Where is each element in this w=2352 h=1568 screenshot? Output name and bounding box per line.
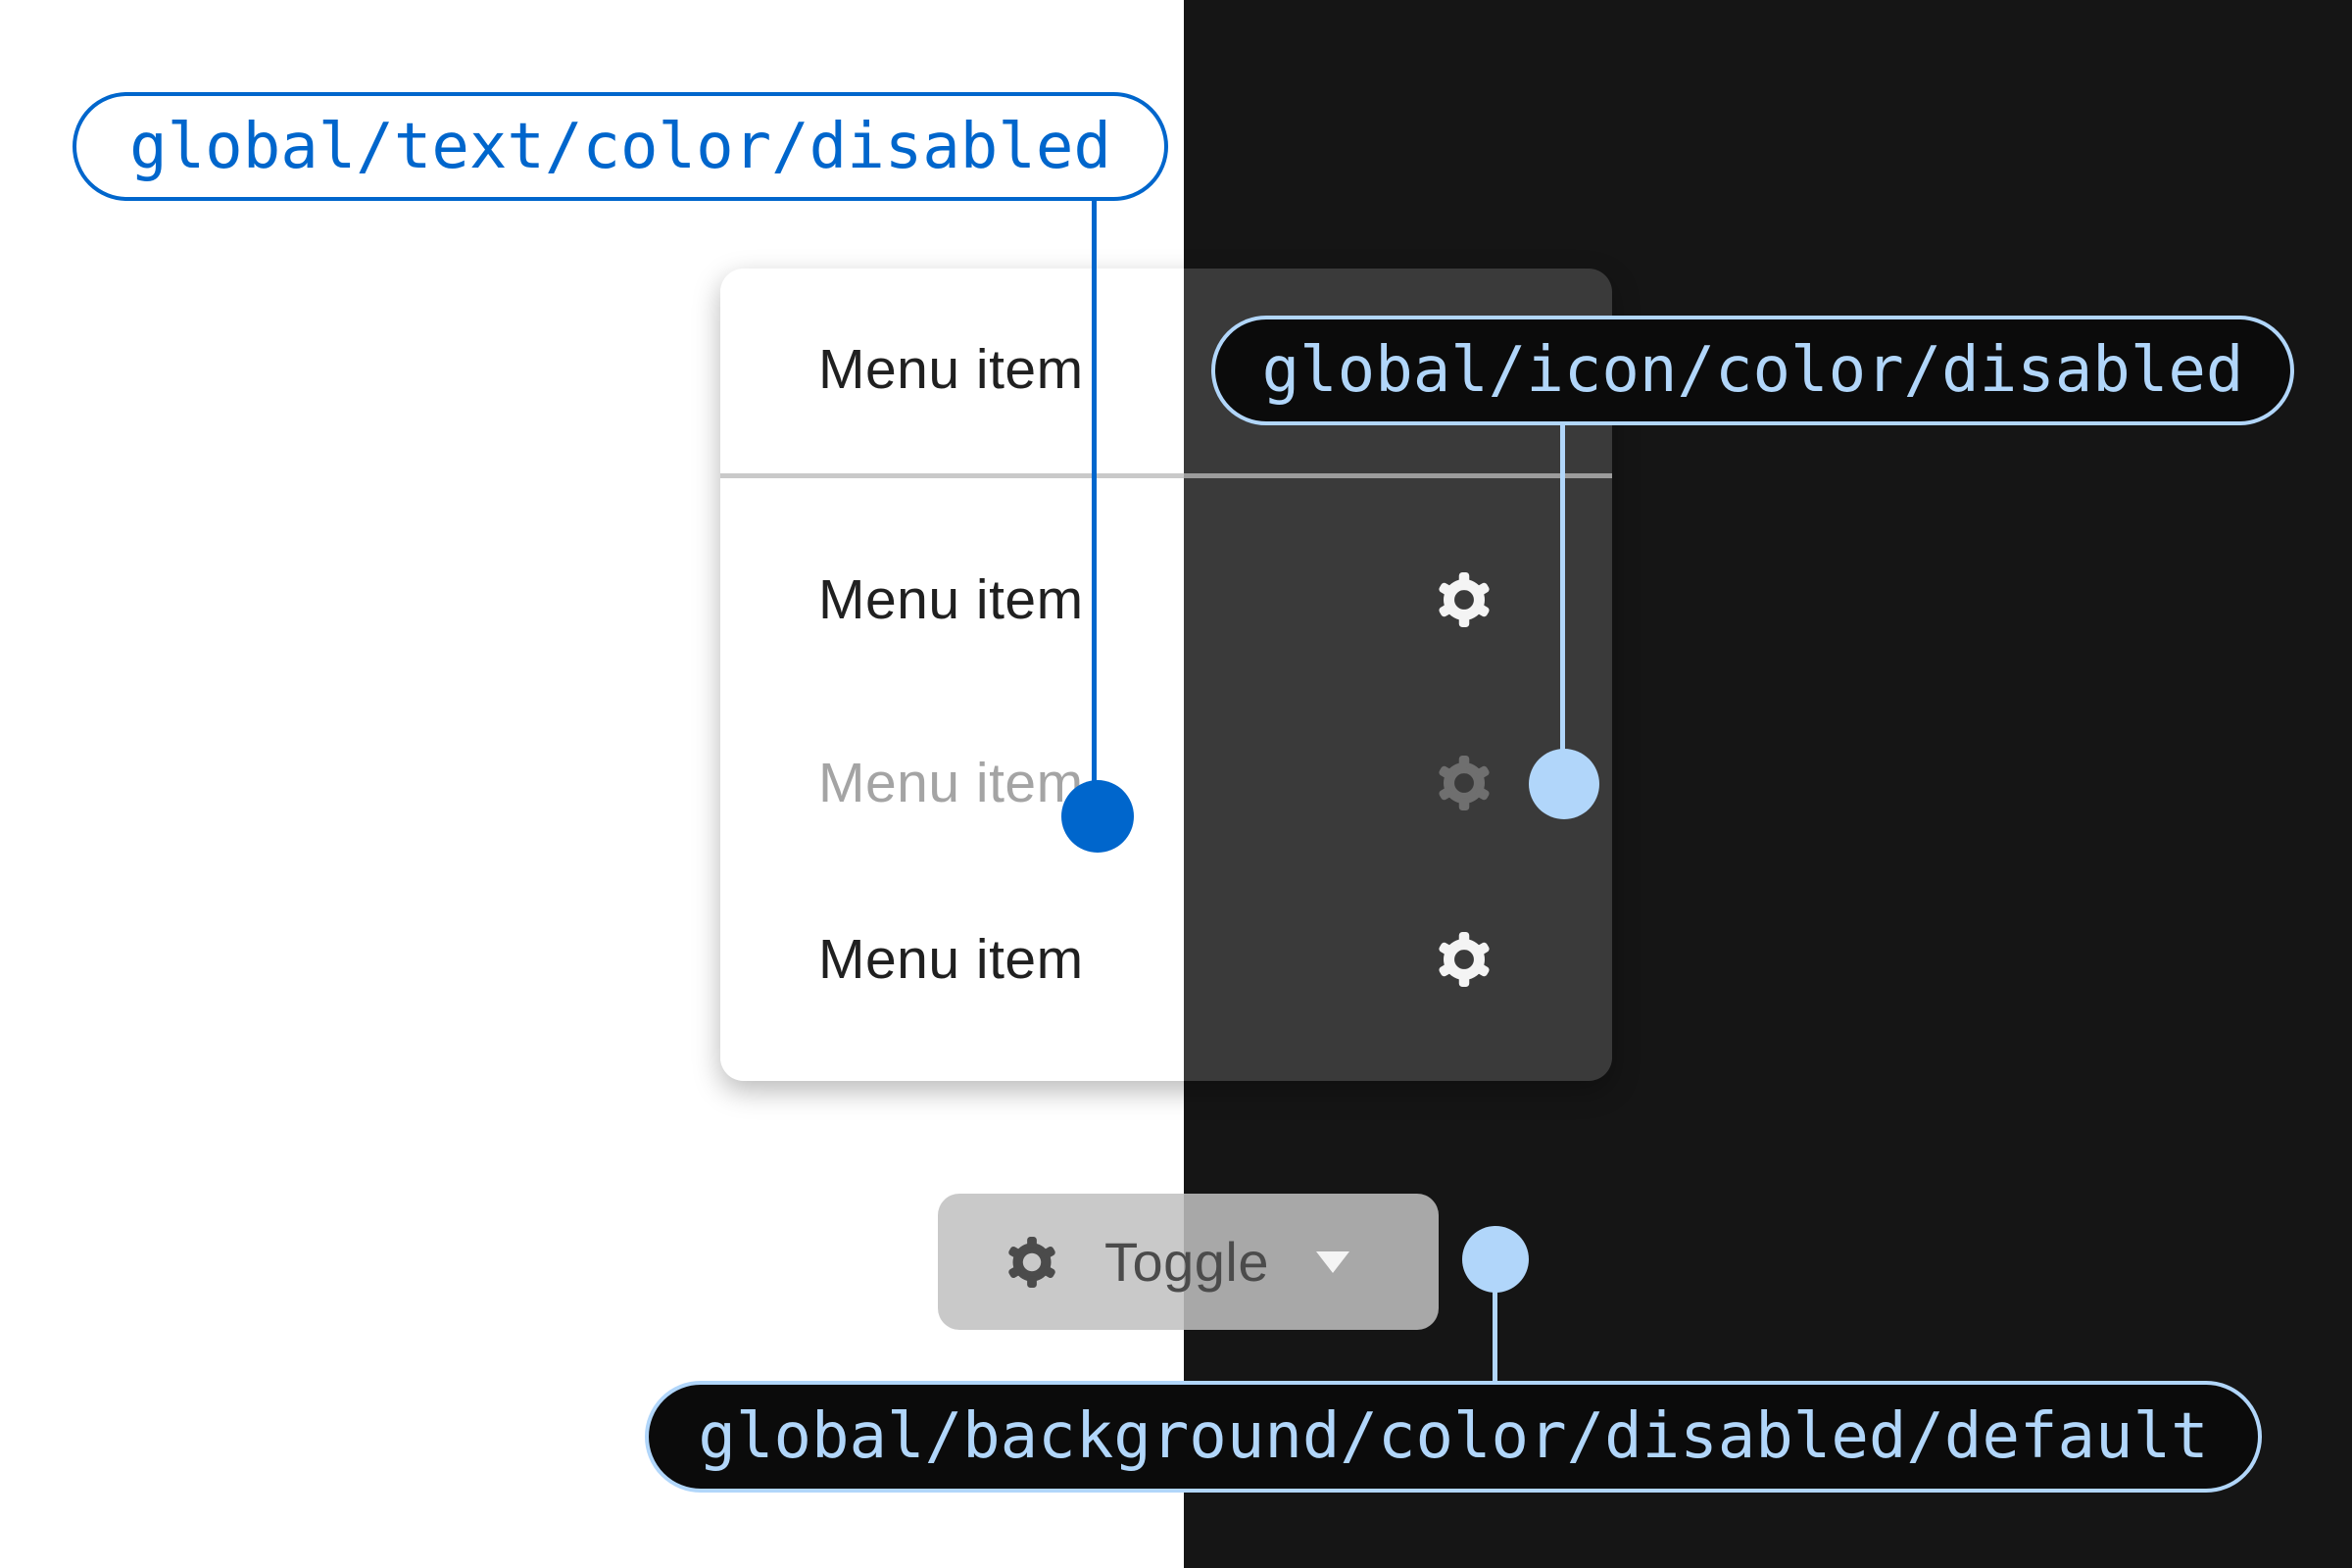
gear-icon [1437,756,1492,810]
menu-divider [720,473,1612,478]
menu-item-label: Menu item [818,752,1084,814]
token-callout-icon: global/icon/color/disabled [1211,316,2294,425]
menu-item[interactable]: Menu item [720,316,1612,423]
token-callout-text: global/text/color/disabled [73,92,1168,201]
menu-item[interactable]: Menu item [720,906,1612,1013]
connector-line-icon [1560,425,1565,784]
menu-item-label: Menu item [818,928,1084,991]
gear-icon [1437,572,1492,627]
menu-item-disabled: Menu item [720,729,1612,837]
menu-item-label: Menu item [818,568,1084,631]
token-dot-text [1061,780,1134,853]
token-callout-background-label: global/background/color/disabled/default [698,1400,2209,1473]
token-callout-text-label: global/text/color/disabled [129,110,1111,183]
connector-line-background [1493,1259,1497,1381]
caret-down-icon [1316,1251,1349,1273]
gear-icon [1437,932,1492,987]
token-callout-background: global/background/color/disabled/default [645,1381,2262,1493]
menu-item-label: Menu item [818,338,1084,401]
toggle-button: Toggle [938,1194,1439,1330]
connector-line-text [1092,201,1097,816]
toggle-button-label: Toggle [1104,1231,1270,1293]
token-callout-icon-label: global/icon/color/disabled [1261,334,2244,407]
token-dot-background [1462,1226,1529,1293]
menu-item[interactable]: Menu item [720,546,1612,654]
token-dot-icon [1529,749,1599,819]
gear-icon [1006,1237,1057,1288]
